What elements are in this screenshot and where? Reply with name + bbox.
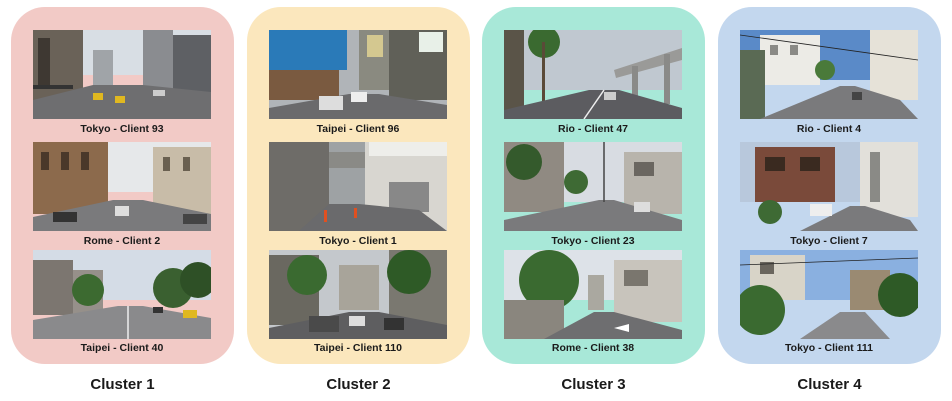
cluster-2-image-1	[269, 30, 447, 119]
cluster-4-label: Cluster 4	[797, 376, 862, 393]
cluster-2-image-3-caption: Taipei - Client 110	[314, 342, 402, 354]
cluster-3-image-1	[504, 30, 682, 119]
cluster-1-image-1	[33, 30, 211, 119]
cluster-4-image-1	[740, 30, 918, 119]
cluster-4-image-3	[740, 250, 918, 339]
cluster-3-image-3	[504, 250, 682, 339]
cluster-1-image-3-caption: Taipei - Client 40	[80, 342, 164, 354]
cluster-4-image-3-caption: Tokyo - Client 111	[785, 342, 873, 354]
cluster-1-image-2-caption: Rome - Client 2	[83, 235, 161, 247]
cluster-3-image-3-caption: Rome - Client 38	[551, 342, 635, 354]
cluster-2-image-2	[269, 142, 447, 231]
cluster-2-image-3	[269, 250, 447, 339]
cluster-4-image-2	[740, 142, 918, 231]
cluster-1-image-2	[33, 142, 211, 231]
cluster-2-image-1-caption: Taipei - Client 96	[316, 123, 400, 135]
cluster-4-image-2-caption: Tokyo - Client 7	[790, 235, 868, 247]
cluster-2-image-2-caption: Tokyo - Client 1	[319, 235, 397, 247]
cluster-1-image-3	[33, 250, 211, 339]
cluster-3-image-2-caption: Tokyo - Client 23	[551, 235, 635, 247]
cluster-2-label: Cluster 2	[326, 376, 391, 393]
cluster-1-label: Cluster 1	[90, 376, 155, 393]
cluster-3-label: Cluster 3	[561, 376, 626, 393]
cluster-1-image-1-caption: Tokyo - Client 93	[80, 123, 164, 135]
cluster-3-image-1-caption: Rio - Client 47	[557, 123, 628, 135]
cluster-3-image-2	[504, 142, 682, 231]
cluster-4-image-1-caption: Rio - Client 4	[796, 123, 862, 135]
